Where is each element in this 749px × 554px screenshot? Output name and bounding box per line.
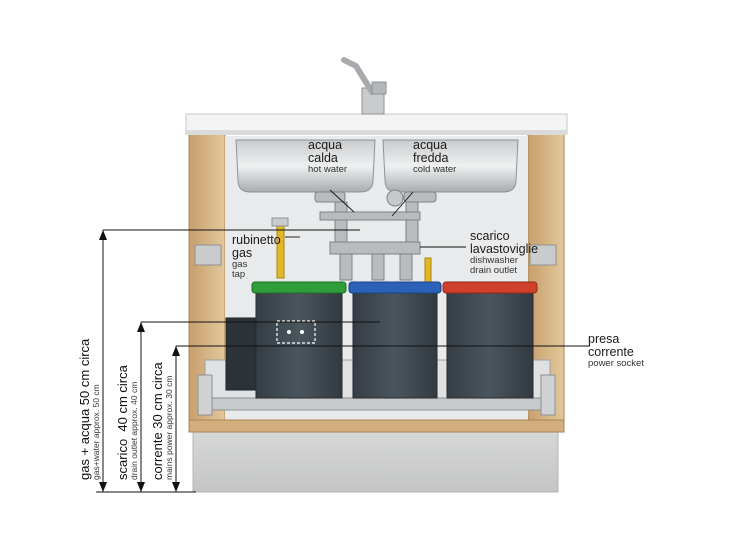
gas-tap: [271, 217, 289, 279]
leader-lines: [285, 189, 466, 248]
dimension-gas-water-it: gas + acqua 50 cm circa: [77, 338, 92, 480]
dimension-drain-it: scarico 40 cm circa: [115, 365, 130, 480]
cold-water-it: acqua fredda: [413, 138, 449, 166]
hot-water-en: hot water: [308, 164, 348, 176]
label-hot-water: acqua calda hot water: [308, 138, 348, 176]
dishwasher-drain-it: scarico lavastoviglie: [470, 229, 539, 257]
label-cold-water: acqua fredda cold water: [413, 138, 457, 176]
bin-blue: [348, 281, 442, 399]
bin-green: [251, 281, 347, 399]
dimension-power: corrente 30 cm circa mains power approx.…: [150, 362, 174, 480]
cold-water-en: cold water: [413, 164, 457, 176]
dimension-gas-water: gas + acqua 50 cm circa gas+water approx…: [77, 338, 101, 480]
sink-right: [382, 139, 519, 193]
plinth: [192, 429, 559, 493]
gas-tap-en: gas tap: [232, 259, 248, 281]
hot-water-it: acqua calda: [308, 138, 343, 166]
runner-left: [194, 244, 222, 266]
dimension-power-en: mains power approx. 30 cm: [163, 375, 174, 480]
label-power-socket: presa corrente power socket: [588, 332, 644, 370]
faucet: [341, 57, 387, 115]
sink-plumbing: [314, 189, 437, 281]
gas-tap-it: rubinetto gas: [232, 233, 281, 261]
runner-right: [529, 244, 557, 266]
power-socket-en: power socket: [588, 358, 644, 370]
dimension-drain: scarico 40 cm circa drain outlet approx.…: [115, 365, 139, 480]
label-dishwasher-drain: scarico lavastoviglie dishwasher drain o…: [470, 229, 539, 277]
dimension-power-it: corrente 30 cm circa: [150, 362, 165, 480]
dishwasher-drain-en: dishwasher drain outlet: [470, 255, 519, 277]
socket-box: [225, 317, 261, 391]
cabinet-bottom: [188, 419, 565, 433]
label-gas-tap: rubinetto gas gas tap: [232, 233, 281, 281]
bin-red: [442, 281, 538, 399]
dimension-lines: [96, 229, 590, 493]
dimension-drain-en: drain outlet approx. 40 cm: [128, 381, 139, 480]
yellow-valve: [424, 257, 432, 285]
sink-left: [235, 139, 376, 193]
power-socket-outline: [276, 320, 316, 344]
power-socket-it: presa corrente: [588, 332, 634, 360]
dimension-gas-water-en: gas+water approx. 50 cm: [90, 384, 101, 480]
